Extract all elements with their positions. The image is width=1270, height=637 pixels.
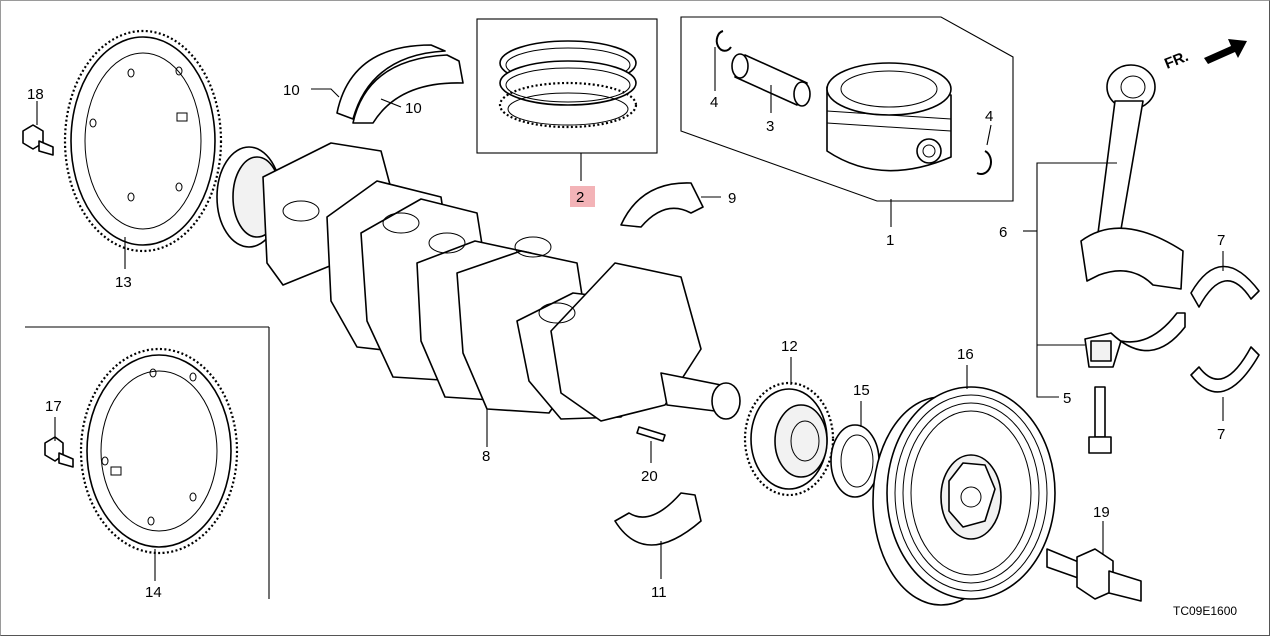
oil-seal-15[interactable] — [830, 424, 880, 498]
callout-7a[interactable]: 7 — [1217, 232, 1225, 249]
callout-11[interactable]: 11 — [651, 584, 667, 601]
callout-2-highlight — [570, 186, 595, 207]
piston-ring-set-2[interactable] — [498, 40, 638, 129]
callout-4b[interactable]: 4 — [985, 108, 993, 125]
callout-10b[interactable]: 10 — [405, 100, 422, 117]
reluctor-plate-14[interactable] — [79, 347, 239, 555]
rod-bearing-7b[interactable] — [1190, 346, 1260, 393]
main-bearing-lower-11[interactable] — [614, 492, 702, 546]
reluctor-plate-13[interactable] — [63, 29, 223, 253]
front-arrow-icon — [1204, 39, 1247, 64]
thrust-washer-10[interactable] — [336, 44, 464, 124]
piston-pin-3[interactable] — [731, 53, 811, 107]
callout-14[interactable]: 14 — [145, 584, 162, 601]
callout-5[interactable]: 5 — [1063, 390, 1071, 407]
callout-12[interactable]: 12 — [781, 338, 798, 355]
callouts: 18 13 17 14 10 10 8 2 9 4 3 4 1 6 5 7 7 … — [27, 82, 1225, 601]
callout-4a[interactable]: 4 — [710, 94, 718, 111]
bolt-17[interactable] — [44, 436, 74, 468]
callout-19[interactable]: 19 — [1093, 504, 1110, 521]
bolt-18[interactable] — [22, 124, 54, 156]
callout-18[interactable]: 18 — [27, 86, 44, 103]
callout-9[interactable]: 9 — [728, 190, 736, 207]
piston-pin-clip-4b[interactable] — [976, 150, 992, 175]
piston-group-box — [680, 16, 1014, 202]
ring-set-box — [476, 18, 658, 154]
piston-pin-clip-4a[interactable] — [715, 30, 732, 52]
callout-1[interactable]: 1 — [886, 232, 894, 249]
callout-16[interactable]: 16 — [957, 346, 974, 363]
front-direction-label: FR. — [1162, 48, 1191, 73]
callout-20[interactable]: 20 — [641, 468, 658, 485]
rod-bearing-7a[interactable] — [1190, 265, 1260, 308]
connecting-rod-6[interactable] — [1080, 64, 1186, 368]
crankshaft-pulley-16[interactable] — [872, 386, 1056, 606]
callout-6[interactable]: 6 — [999, 224, 1007, 241]
callout-3[interactable]: 3 — [766, 118, 774, 135]
callout-13[interactable]: 13 — [115, 274, 132, 291]
diagram-code: TC09E1600 — [1173, 604, 1237, 618]
crankshaft-sprocket-12[interactable] — [743, 381, 835, 497]
leader-lines — [36, 47, 1224, 581]
callout-10a[interactable]: 10 — [283, 82, 300, 99]
callout-15[interactable]: 15 — [853, 382, 870, 399]
callout-7b[interactable]: 7 — [1217, 426, 1225, 443]
rod-bolt-5[interactable] — [1088, 386, 1112, 454]
main-bearing-upper-9[interactable] — [620, 182, 704, 228]
callout-2[interactable]: 2 — [576, 189, 584, 206]
pulley-bolt-19[interactable] — [1046, 548, 1142, 602]
callout-17[interactable]: 17 — [45, 398, 62, 415]
callout-8[interactable]: 8 — [482, 448, 490, 465]
front-direction-indicator: FR. — [1162, 39, 1247, 73]
crankshaft-8[interactable] — [216, 142, 741, 422]
piston-1[interactable] — [826, 62, 952, 172]
woodruff-key-20[interactable] — [636, 426, 666, 442]
